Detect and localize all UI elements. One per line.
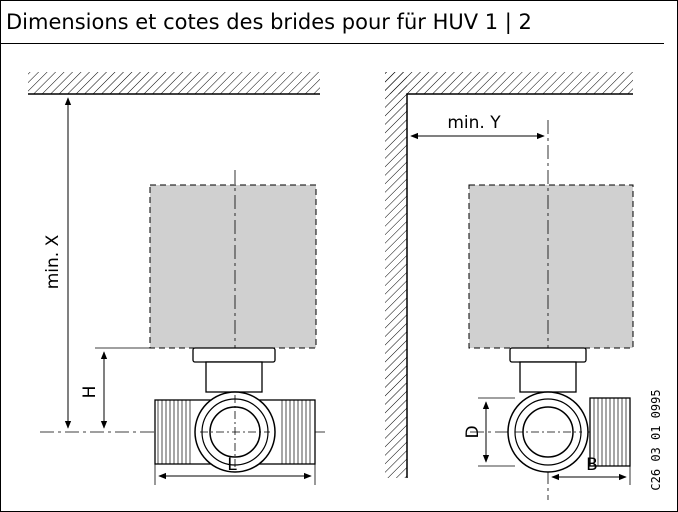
figure-code: C26 03 01 0995	[649, 389, 663, 490]
valve-neck-left	[192, 347, 276, 363]
label-l: L	[227, 455, 237, 475]
diagram-title: Dimensions et cotes des brides pour für …	[0, 0, 664, 44]
label-b: B	[586, 455, 598, 475]
thread-right-left	[281, 400, 311, 464]
wall-hatch-right	[385, 72, 407, 478]
actuator-box-right	[468, 184, 634, 349]
actuator-box-left	[149, 184, 317, 349]
right-view: min. Y D B	[385, 72, 634, 500]
thread-left-left	[157, 400, 191, 464]
valve-neck-right	[509, 347, 587, 363]
ceiling-hatch-right	[385, 72, 633, 94]
ceiling-hatch-left	[28, 72, 320, 94]
valve-stem-right	[519, 361, 577, 393]
label-h: H	[80, 386, 100, 399]
wall-corner-line	[406, 93, 633, 478]
thread-side-right	[593, 398, 627, 466]
label-d: D	[463, 425, 483, 438]
valve-stem-left	[205, 361, 263, 393]
label-min-x: min. X	[43, 234, 63, 289]
label-min-y: min. Y	[447, 113, 501, 133]
left-view: min. X H L	[28, 72, 325, 485]
